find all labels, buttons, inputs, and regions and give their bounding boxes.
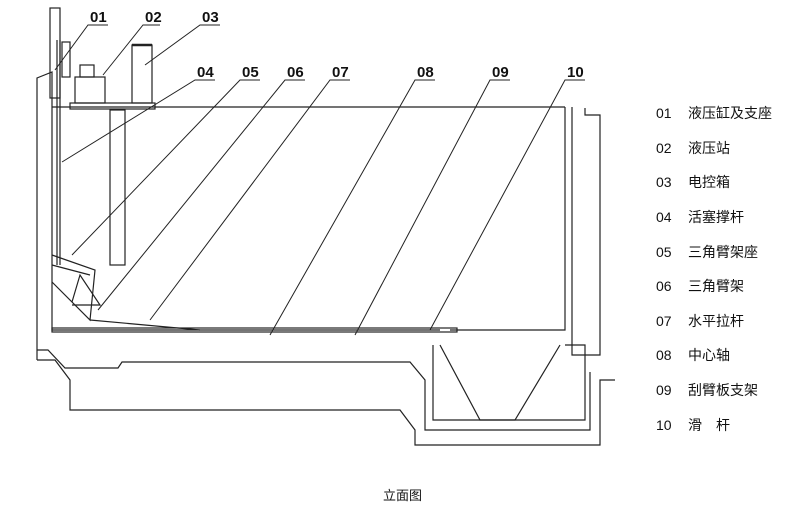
legend-item: 05 三角臂架座 <box>656 234 772 269</box>
callout-08: 08 <box>417 64 434 81</box>
legend-item: 10 滑 杆 <box>656 407 772 442</box>
legend-text: 滑 杆 <box>688 417 730 434</box>
triangle-arm <box>51 254 201 331</box>
callout-05: 05 <box>242 64 259 81</box>
legend-text: 刮臂板支架 <box>688 383 758 400</box>
callout-02: 02 <box>145 9 162 26</box>
legend-item: 01 液压缸及支座 <box>656 96 772 131</box>
control-cabinet <box>131 43 153 104</box>
callout-10: 10 <box>567 64 584 81</box>
legend-item: 09 刮臂板支架 <box>656 373 772 408</box>
legend-number: 10 <box>656 416 672 433</box>
legend-item: 04 活塞撑杆 <box>656 200 772 235</box>
legend-number: 02 <box>656 139 672 156</box>
legend-number: 01 <box>656 105 672 122</box>
tank-structure <box>36 71 615 446</box>
legend-text: 三角臂架座 <box>688 244 758 261</box>
legend-number: 04 <box>656 209 672 226</box>
callout-06: 06 <box>287 64 304 81</box>
scraper-bar <box>51 327 458 333</box>
legend-item: 06 三角臂架 <box>656 269 772 304</box>
legend-text: 三角臂架 <box>688 279 744 296</box>
legend-number: 07 <box>656 312 672 329</box>
parts-legend: 01 液压缸及支座 02 液压站 03 电控箱 04 活塞撑杆 05 三角臂架座 06 三角… <box>656 96 772 442</box>
legend-text: 液压站 <box>688 140 730 157</box>
hydraulic-cylinder <box>49 7 71 265</box>
callout-labels: 01 02 03 04 05 06 07 08 09 10 <box>90 9 584 81</box>
callout-01: 01 <box>90 9 107 26</box>
legend-text: 中心轴 <box>688 348 730 365</box>
legend-number: 09 <box>656 382 672 399</box>
callout-03: 03 <box>202 9 219 26</box>
legend-text: 液压缸及支座 <box>688 106 772 123</box>
legend-item: 02 液压站 <box>656 131 772 166</box>
callout-09: 09 <box>492 64 509 81</box>
legend-text: 活塞撑杆 <box>688 210 744 227</box>
leader-lines <box>54 24 585 336</box>
legend-number: 05 <box>656 243 672 260</box>
legend-item: 08 中心轴 <box>656 338 772 373</box>
drawing-caption: 立面图 <box>383 489 423 504</box>
hydraulic-station <box>74 64 106 104</box>
callout-04: 04 <box>197 64 214 81</box>
legend-text: 水平拉杆 <box>688 313 744 330</box>
legend-number: 06 <box>656 278 672 295</box>
legend-number: 08 <box>656 347 672 364</box>
callout-07: 07 <box>332 64 349 81</box>
legend-number: 03 <box>656 174 672 191</box>
legend-text: 电控箱 <box>688 175 730 192</box>
legend-item: 07 水平拉杆 <box>656 304 772 339</box>
legend-item: 03 电控箱 <box>656 165 772 200</box>
